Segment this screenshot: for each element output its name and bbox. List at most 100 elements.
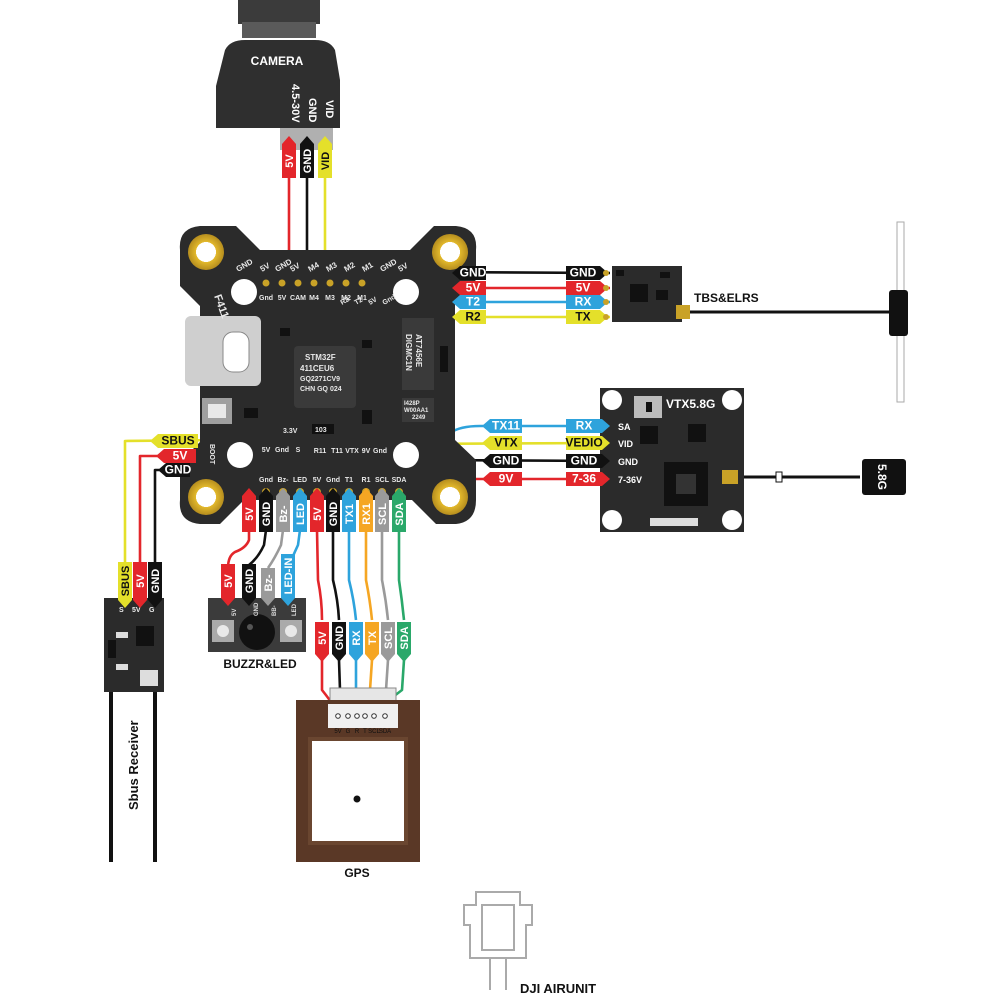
- svg-text:AT7456E: AT7456E: [414, 334, 423, 368]
- svg-text:RX: RX: [575, 295, 592, 309]
- buzzer-module-tag-3: LED-IN: [281, 554, 295, 606]
- elrs-fc-tag-3: R2: [452, 310, 486, 324]
- buzzer-silk-2: BB-: [272, 605, 278, 616]
- svg-text:GND: GND: [460, 266, 487, 280]
- dji-airunit-name: DJI AIRUNIT: [520, 981, 596, 996]
- wire-bz-bz: [266, 529, 285, 569]
- wire-gps-5v: [315, 529, 324, 621]
- svg-text:SDA: SDA: [399, 626, 411, 649]
- fc-osd-chip: [402, 318, 434, 390]
- gps-connector-label-5: SDA: [379, 729, 391, 735]
- vtx-pin-label-0: SA: [618, 422, 631, 432]
- svg-text:GND: GND: [261, 502, 273, 527]
- svg-text:I428P: I428P: [404, 401, 420, 407]
- elrs-rx-tag-2: RX: [566, 295, 608, 309]
- gps-fc-tag-5: SDA: [392, 488, 406, 532]
- svg-text:TX: TX: [367, 630, 379, 645]
- gps-connector-label-0: 5V: [334, 729, 341, 735]
- vtx-fc-tag-0: TX11: [482, 419, 522, 433]
- camera-pin-gnd: GND: [306, 98, 318, 123]
- wire-gps-rx1: [364, 530, 374, 621]
- fc-bottom-pad-label-8: SDA: [392, 477, 407, 484]
- receiver-silk-0: S: [119, 607, 124, 614]
- vtx-antenna: [862, 459, 906, 495]
- camera-lens: [238, 0, 320, 24]
- fc-right-pad-label-3: 9V: [362, 448, 371, 455]
- receiver-module-tag-1: 5V: [133, 562, 147, 608]
- fc-mount-hole-bl: [188, 479, 224, 515]
- fc-top-inner-label-0: Gnd: [259, 295, 273, 302]
- svg-text:TX11: TX11: [492, 419, 520, 433]
- receiver-fc-tag-2: GND: [158, 463, 192, 477]
- buzzer-fc-tag-1: GND: [259, 488, 273, 532]
- wire-bz-gnd: [248, 529, 268, 567]
- gps-module-tag-5: SDA: [397, 622, 411, 662]
- svg-text:T2: T2: [466, 295, 480, 309]
- svg-text:5V: 5V: [284, 154, 296, 168]
- fc-bottom-pad-label-6: R1: [362, 477, 371, 484]
- svg-text:GND: GND: [571, 454, 598, 468]
- fc-top-inner-label-4: M3: [325, 295, 335, 302]
- fc-bottom-pad-label-5: T1: [345, 477, 353, 484]
- fc-mount-hole-br: [432, 479, 468, 515]
- svg-text:Bz-: Bz-: [263, 574, 275, 591]
- svg-text:RX: RX: [576, 419, 593, 433]
- wire-gps-sda: [397, 530, 406, 621]
- svg-text:Bz-: Bz-: [278, 505, 290, 522]
- elrs-rx-tag-0: GND: [566, 266, 608, 280]
- svg-text:5V: 5V: [244, 507, 256, 521]
- svg-text:2249: 2249: [412, 415, 426, 421]
- gps-pin-3: [362, 713, 368, 719]
- gps-pin-1: [345, 713, 351, 719]
- gps-connector-label-3: T: [363, 729, 367, 735]
- gps-fc-tag-3: RX1: [359, 488, 373, 532]
- camera-wire-tag-0: 5V: [282, 136, 296, 178]
- elrs-name: TBS&ELRS: [694, 291, 759, 305]
- fc-bottom-pad-label-0: Gnd: [259, 477, 273, 484]
- dji-airunit: DJI AIRUNIT: [463, 891, 596, 996]
- fc-bottom-pad-label-1: Bz-: [278, 477, 290, 484]
- svg-text:VTX: VTX: [494, 436, 517, 450]
- svg-text:STM32F: STM32F: [305, 353, 336, 362]
- svg-text:5V: 5V: [576, 281, 591, 295]
- receiver-fc-tag-1: 5V: [156, 449, 196, 463]
- elrs-fc-tag-2: T2: [452, 295, 486, 309]
- fc-bottom-pad-label-4: Gnd: [326, 477, 340, 484]
- vtx-module-tag-1: VEDIO: [565, 436, 610, 450]
- dji-airunit-icon: [463, 891, 533, 959]
- svg-text:GND: GND: [493, 454, 520, 468]
- fc-top-inner-label-3: M4: [309, 295, 319, 302]
- gps-fc-tag-0: 5V: [310, 488, 324, 532]
- elrs-receiver: TBS&ELRS: [612, 221, 908, 403]
- gps-pin-0: [335, 713, 341, 719]
- fc-left-pad-label-0: 5V: [262, 447, 271, 454]
- fc-right-pad-label-2: VTX: [345, 448, 359, 455]
- elrs-fc-tag-1: 5V: [452, 281, 486, 295]
- svg-text:GND: GND: [570, 266, 597, 280]
- receiver-name: Sbus Receiver: [126, 720, 141, 810]
- svg-text:SDA: SDA: [394, 502, 406, 525]
- vtx-module-tag-2: GND: [566, 454, 610, 468]
- fc-left-pad-label-2: S: [296, 447, 301, 454]
- svg-text:GND: GND: [328, 502, 340, 527]
- svg-text:TX1: TX1: [344, 504, 356, 524]
- buzzer-name: BUZZR&LED: [223, 657, 297, 671]
- svg-text:VID: VID: [320, 152, 332, 170]
- svg-text:R2: R2: [465, 310, 481, 324]
- wire-bz-5v: [226, 530, 251, 569]
- svg-text:GND: GND: [165, 463, 192, 477]
- svg-text:CHN GQ 024: CHN GQ 024: [300, 386, 342, 393]
- gps-name: GPS: [344, 866, 369, 880]
- gps-module-tag-4: SCL: [381, 622, 395, 662]
- buzzer-silk-3: LED: [292, 603, 298, 616]
- elrs-rx-tag-3: TX: [566, 310, 608, 324]
- svg-text:LED: LED: [295, 503, 307, 525]
- svg-text:5V: 5V: [466, 281, 481, 295]
- fc-top-inner-label-2: CAM: [290, 295, 306, 302]
- vtx-pin-label-3: 7-36V: [618, 475, 642, 485]
- elrs-pin-2: [603, 299, 609, 305]
- gps-connector-label-4: SCL: [368, 729, 380, 735]
